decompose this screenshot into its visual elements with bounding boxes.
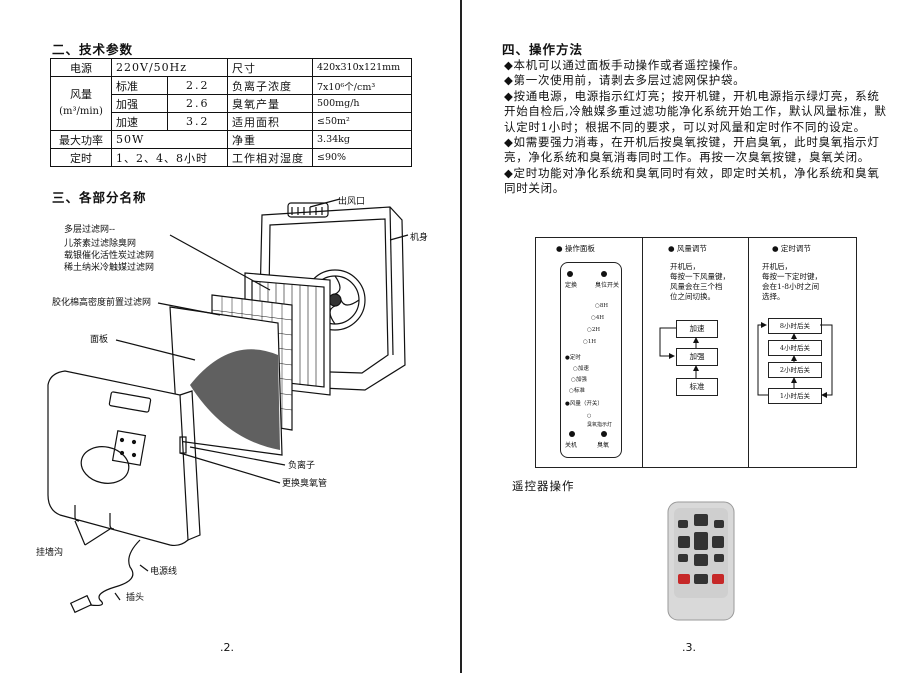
- timer-button[interactable]: ●定时: [565, 355, 581, 361]
- fan-box-standard: 标准: [676, 378, 718, 396]
- parts-title: 三、各部分名称: [52, 190, 147, 205]
- remote-button: [714, 520, 724, 528]
- panel-top-left: 定换: [565, 282, 578, 289]
- param-value-2: ≤50m²: [312, 112, 412, 131]
- remote-button: [678, 520, 688, 528]
- power-off-button[interactable]: 关机: [565, 442, 578, 449]
- param-label-1: 臭氧产量: [227, 94, 313, 113]
- callout-filter-title: 多层过滤网--: [64, 225, 116, 235]
- param-value-1: 500mg/h: [312, 94, 412, 113]
- remote-control-image: [667, 501, 735, 621]
- fan-mode-1: 加强: [110, 94, 169, 113]
- callout-ozone-tube: 更换臭氧管: [282, 479, 328, 489]
- fan-box-strong: 加强: [676, 348, 718, 366]
- callout-hook: 挂墙沟: [36, 548, 64, 558]
- timer-led-1h: ○1H: [583, 339, 597, 345]
- diagram-arrows: [659, 322, 833, 398]
- remote-button-center: [694, 532, 708, 550]
- callout-plug: 插头: [126, 593, 145, 603]
- timer-led-2h: ○2H: [587, 327, 601, 333]
- method-paragraph-3: ◆如需要强力消毒，在开机后按臭氧按键，开启臭氧，此时臭氧指示灯亮，净化系统和臭氧…: [504, 135, 880, 165]
- callout-body: 机身: [410, 233, 429, 243]
- weight-value: 3.34kg: [312, 130, 412, 149]
- bullet-icon: ◆: [504, 135, 514, 150]
- weight-label: 净重: [227, 130, 313, 149]
- fan-value-2: 3.2: [167, 112, 228, 131]
- fan-led-boost: ○加速: [573, 366, 589, 372]
- fan-value-1: 2.6: [167, 94, 228, 113]
- remote-button-down: [694, 554, 708, 566]
- callout-outlet: 出风口: [338, 197, 366, 207]
- callout-filter-3: 稀土纳米冷触媒过滤网: [64, 263, 155, 273]
- param-label-0: 负离子浓度: [227, 76, 313, 95]
- bullet-icon: ◆: [504, 165, 514, 180]
- remote-button-left: [678, 536, 690, 548]
- control-panel: 定换 臭位开关 ○8H ○4H ○2H ○1H ●定时 ○加速 ○加强 ○标准 …: [560, 262, 622, 458]
- spec-title: 二、技术参数: [52, 42, 134, 57]
- method-title: 四、操作方法: [502, 42, 584, 57]
- ozone-indicator-label: 臭氧指示灯: [587, 422, 613, 428]
- remote-button-red: [712, 574, 724, 584]
- fan-led-standard: ○标准: [569, 388, 585, 394]
- callout-panel: 面板: [90, 335, 109, 345]
- operation-diagram: ● 操作面板 定换 臭位开关 ○8H ○4H ○2H ○1H ●定时 ○加速 ○…: [535, 237, 857, 468]
- humidity-label: 工作相对湿度: [227, 148, 313, 167]
- timer-description: 开机后， 每按一下定时键， 会在1-8小时之间 选择。: [762, 262, 822, 301]
- param-label-2: 适用面积: [227, 112, 313, 131]
- timer-title: ● 定时调节: [772, 244, 811, 253]
- page-divider: [460, 0, 462, 673]
- ozone-button[interactable]: 臭氧: [597, 442, 610, 449]
- bullet-icon: ◆: [504, 73, 514, 88]
- power-label: 电源: [50, 58, 112, 77]
- method-paragraph-1: ◆第一次使用前，请剥去多层过滤网保护袋。: [504, 73, 746, 88]
- maxpower-value: 50W: [111, 130, 228, 149]
- remote-button: [678, 554, 688, 562]
- humidity-value: ≤90%: [312, 148, 412, 167]
- remote-button-up: [694, 514, 708, 526]
- fan-value-0: 2.2: [167, 76, 228, 95]
- timer-led-8h: ○8H: [595, 303, 609, 309]
- method-paragraph-4: ◆定时功能对净化系统和臭氧同时有效，即定时关机，净化系统和臭氧同时关闭。: [504, 165, 880, 196]
- fan-mode-0: 标准: [110, 76, 169, 95]
- timer-label: 定时: [50, 148, 112, 167]
- timer-led-4h: ○4H: [591, 315, 605, 321]
- remote-button: [694, 574, 708, 584]
- remote-button-right: [712, 536, 724, 548]
- method-text: ◆本机可以通过面板手动操作或者遥控操作。 ◆第一次使用前，请剥去多层过滤网保护袋…: [504, 58, 889, 197]
- fan-title: ● 风量调节: [668, 244, 707, 253]
- param-value-0: 7x10⁶个/cm³: [312, 76, 412, 95]
- timer-value: 1、2、4、8小时: [111, 148, 228, 167]
- callout-anion: 负离子: [288, 461, 316, 471]
- fan-unit: (m³/min): [59, 106, 103, 117]
- spec-table: 电源 220V/50Hz 尺寸 420x310x121mm 风量 (m³/min…: [50, 58, 412, 167]
- size-label: 尺寸: [227, 58, 313, 77]
- bullet-icon: ◆: [504, 58, 514, 72]
- fan-led-strong: ○加强: [571, 377, 587, 383]
- fan-label-cell: 风量 (m³/min): [50, 76, 112, 131]
- exploded-view-illustration: [47, 198, 409, 614]
- page-number-right: .3.: [682, 641, 696, 654]
- size-value: 420x310x121mm: [312, 58, 412, 77]
- page-number-left: .2.: [220, 641, 234, 654]
- fan-label: 风量: [70, 88, 92, 101]
- callout-filter-2: 载银催化活性炭过滤网: [64, 251, 155, 261]
- remote-title: 遥控器操作: [512, 479, 575, 493]
- panel-title: ● 操作面板: [556, 244, 595, 253]
- fan-description: 开机后， 每按一下风量键， 风量会在三个档 位之间切换。: [670, 262, 730, 301]
- callout-cord: 电源线: [150, 567, 178, 577]
- callout-filter-1: 儿茶素过滤除臭网: [64, 239, 137, 249]
- remote-button: [714, 554, 724, 562]
- fan-switch-button[interactable]: ●风量（开关）: [565, 401, 603, 407]
- ozone-indicator: ○: [587, 413, 592, 419]
- method-paragraph-0: ◆本机可以通过面板手动操作或者遥控操作。: [504, 58, 746, 72]
- callout-prefilter: 胶化棉高密度前置过滤网: [52, 298, 152, 308]
- power-value: 220V/50Hz: [111, 58, 228, 77]
- maxpower-label: 最大功率: [50, 130, 112, 149]
- method-paragraph-2: ◆按通电源，电源指示红灯亮；按开机键，开机电源指示绿灯亮，系统开始自检后,冷触媒…: [504, 88, 887, 134]
- fan-mode-2: 加速: [110, 112, 169, 131]
- bullet-icon: ◆: [504, 88, 514, 103]
- remote-button-red: [678, 574, 690, 584]
- panel-top-right: 臭位开关: [595, 282, 620, 289]
